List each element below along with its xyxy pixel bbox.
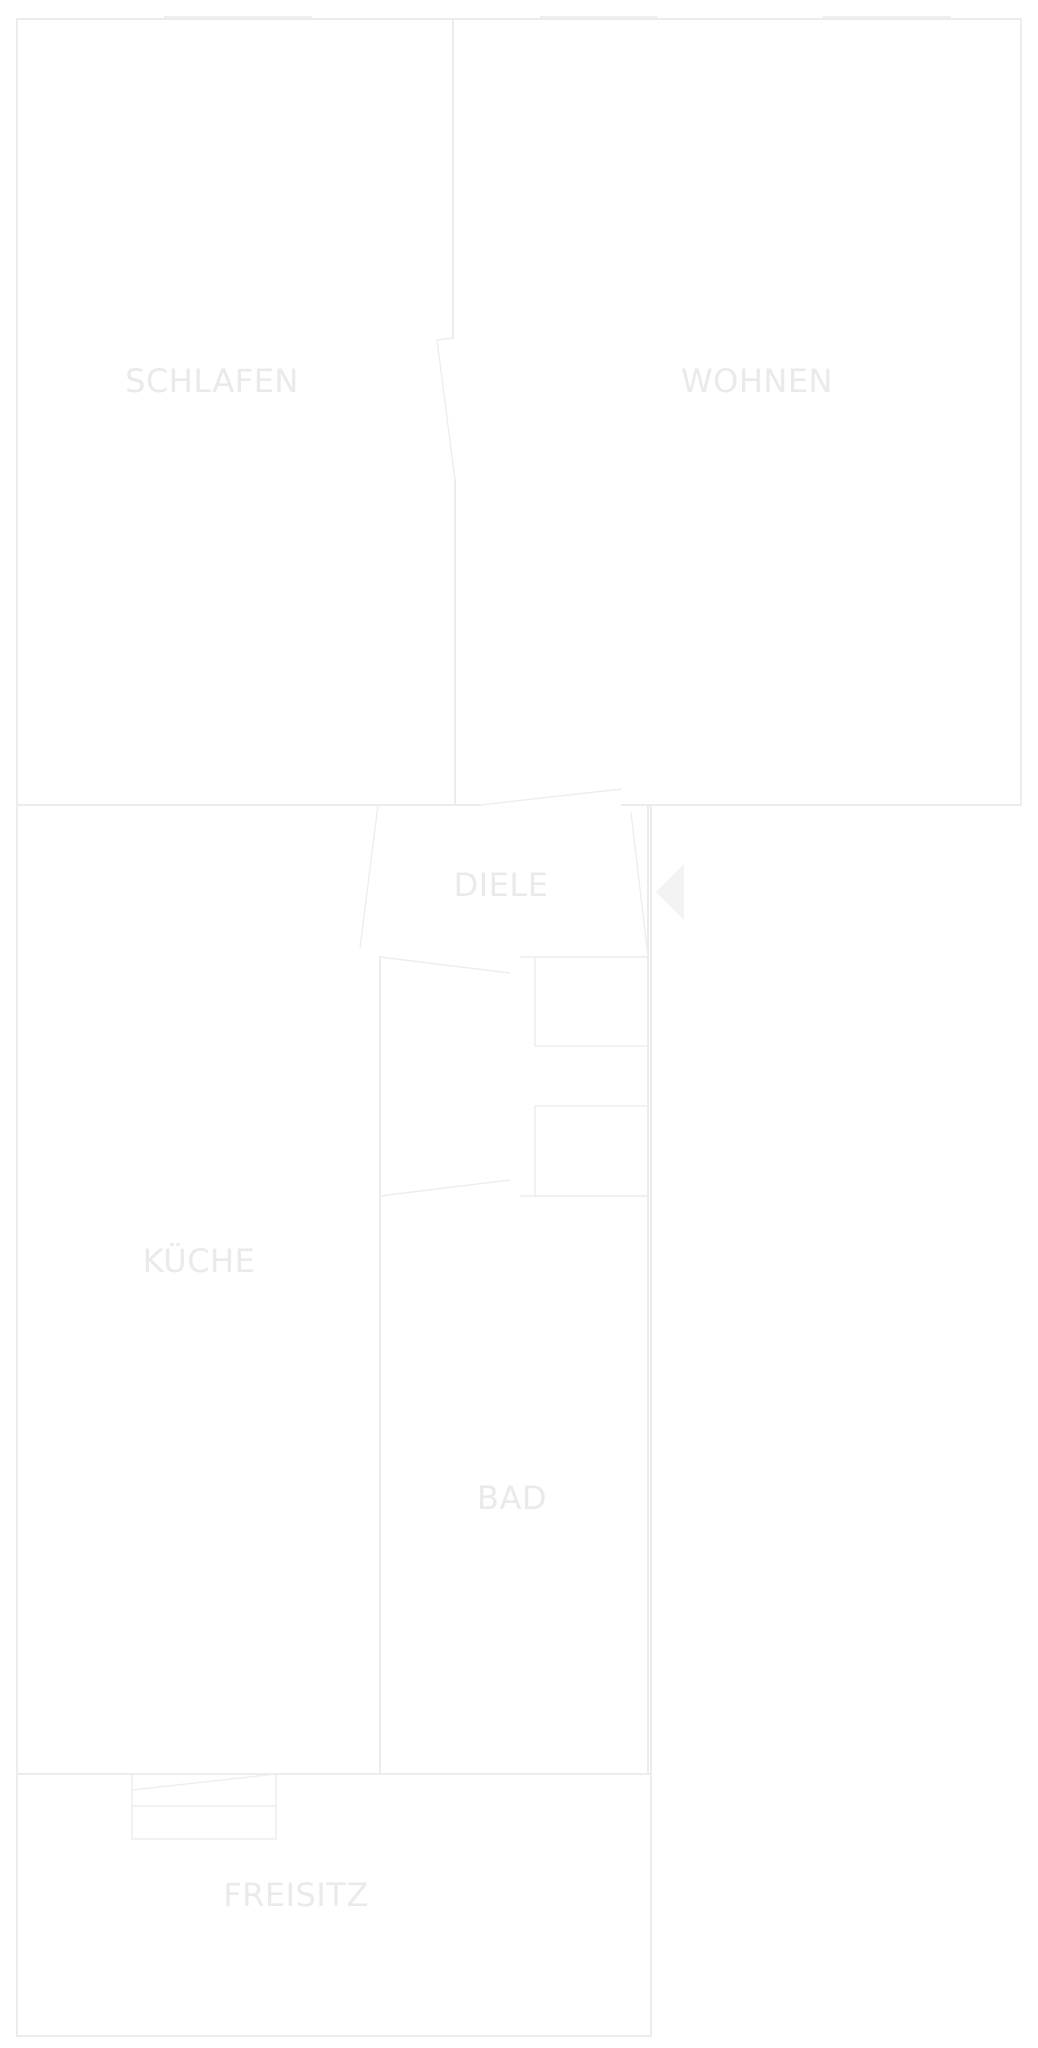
room-label-kueche: KÜCHE [143,1242,256,1280]
outer-walls [16,18,1022,2037]
entry-arrow-icon [656,864,684,920]
windows [164,16,951,1775]
interior-walls [16,18,652,1840]
room-label-schlafen: SCHLAFEN [125,362,299,400]
doors [131,337,649,1791]
room-label-bad: BAD [477,1479,547,1517]
room-label-diele: DIELE [454,866,549,904]
room-label-wohnen: WOHNEN [681,362,833,400]
room-label-freisitz: FREISITZ [223,1876,369,1914]
